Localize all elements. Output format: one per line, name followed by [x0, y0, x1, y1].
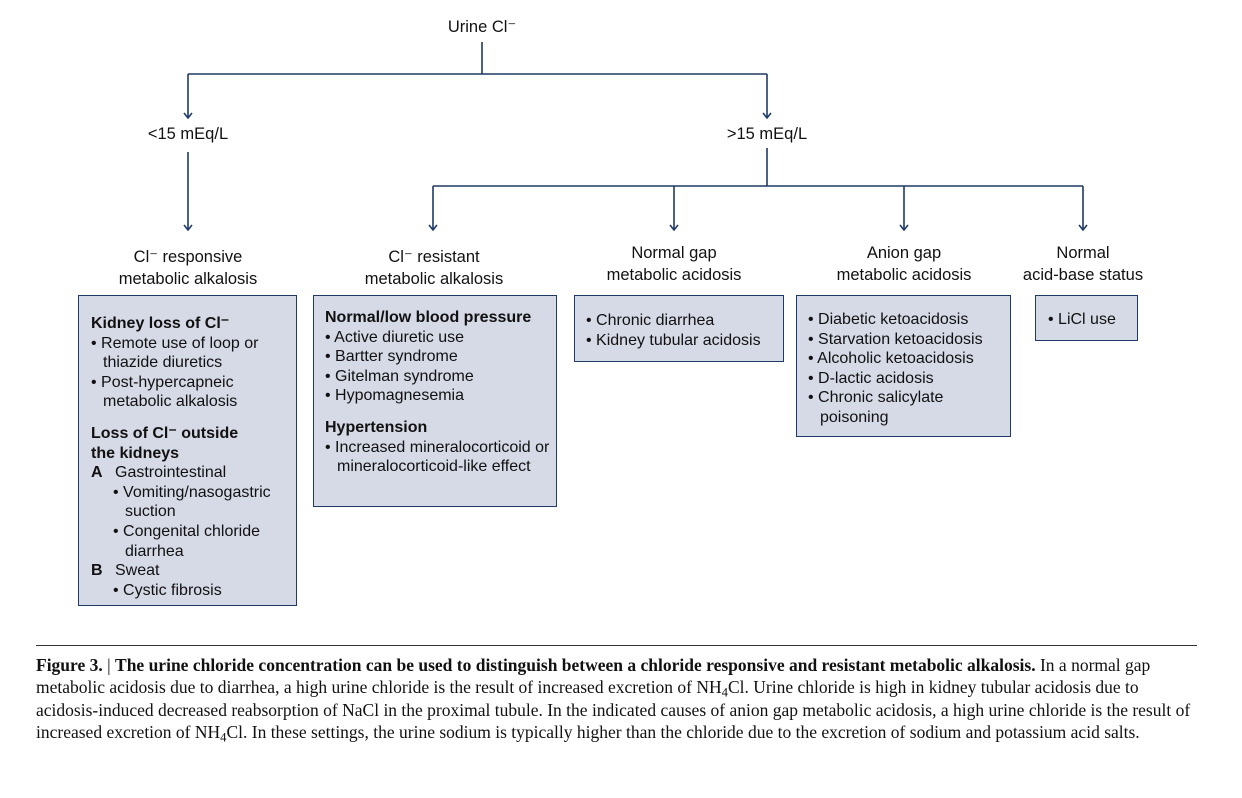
normal-status-list: • LiCl use — [1048, 310, 1131, 330]
category-title-normal-status: Normal acid-base status — [1022, 244, 1144, 284]
list-item: • Chronic salicylate poisoning — [808, 389, 944, 426]
list-item: • Congenital chloride diarrhea — [113, 522, 261, 560]
hypertension-list: • Increased mineralocorticoid or mineral… — [325, 438, 550, 477]
category-title-resistant: Cl⁻ resistant metabolic alkalosis — [364, 248, 504, 288]
list-item: • Gitelman syndrome — [325, 367, 474, 385]
list-item: • D-lactic acidosis — [808, 369, 934, 387]
box-normal-gap-causes: • Chronic diarrhea • Kidney tubular acid… — [574, 295, 784, 362]
list-item: • LiCl use — [1048, 311, 1116, 328]
caption-separator: | — [102, 655, 116, 675]
list-item: • Bartter syndrome — [325, 348, 458, 366]
list-item: • Diabetic ketoacidosis — [808, 311, 969, 328]
anion-gap-list: • Diabetic ketoacidosis • Starvation ket… — [808, 310, 1004, 428]
flowchart-connectors — [183, 42, 1088, 232]
category-title-anion-gap: Anion gap metabolic acidosis — [836, 244, 972, 284]
subsection-letter: A — [91, 464, 103, 482]
list-item: • Kidney tubular acidosis — [586, 331, 761, 349]
box-responsive-causes: Kidney loss of Cl⁻ • Remote use of loop … — [78, 295, 297, 606]
subsection-label: Gastrointestinal — [115, 464, 227, 482]
list-item: • Vomiting/nasogastric suction — [113, 483, 271, 521]
list-item: • Starvation ketoacidosis — [808, 330, 983, 348]
sweat-list: • Cystic fibrosis — [113, 581, 288, 601]
caption-text: Cl. Urine chloride is high in kidney tub… — [36, 677, 1191, 743]
normal-bp-heading: Normal/low blood pressure — [325, 309, 532, 326]
subsection-label: Sweat — [115, 562, 160, 580]
kidney-loss-heading: Kidney loss of Cl⁻ — [91, 315, 230, 332]
figure-caption: Figure 3. | The urine chloride concentra… — [36, 654, 1204, 744]
list-item: • Increased mineralocorticoid or mineral… — [325, 438, 550, 476]
subsection-sweat: B Sweat — [91, 561, 288, 581]
normal-gap-list: • Chronic diarrhea • Kidney tubular acid… — [586, 311, 777, 350]
normal-bp-list: • Active diuretic use • Bartter syndrome… — [325, 328, 550, 406]
caption-title: The urine chloride concentration can be … — [115, 655, 1036, 675]
gastrointestinal-list: • Vomiting/nasogastric suction • Congeni… — [113, 483, 288, 561]
branch-low-label: <15 mEq/L — [147, 125, 229, 143]
box-resistant-causes: Normal/low blood pressure • Active diure… — [313, 295, 557, 507]
category-title-normal-gap: Normal gap metabolic acidosis — [606, 244, 742, 284]
outside-kidney-heading: Loss of Cl⁻ outside the kidneys — [91, 424, 239, 462]
kidney-loss-list: • Remote use of loop or thiazide diureti… — [91, 334, 288, 412]
caption-subscript: 4 — [721, 685, 728, 700]
caption-text: In a normal gap metabolic acidosis due t… — [36, 655, 1151, 698]
caption-text: Cl. In these settings, the urine sodium … — [226, 722, 1140, 743]
subsection-gastrointestinal: A Gastrointestinal — [91, 463, 288, 483]
root-label: Urine Cl⁻ — [447, 18, 517, 36]
list-item: • Alcoholic ketoacidosis — [808, 350, 974, 368]
caption-divider — [36, 645, 1197, 646]
figure-label: Figure 3. — [36, 655, 103, 675]
list-item: • Cystic fibrosis — [113, 581, 222, 599]
list-item: • Hypomagnesemia — [325, 387, 464, 405]
list-item: • Post-hypercapneic metabolic alkalosis — [91, 373, 238, 411]
caption-subscript: 4 — [220, 730, 227, 745]
branch-high-label: >15 mEq/L — [726, 125, 808, 143]
subsection-letter: B — [91, 562, 103, 580]
list-item: • Chronic diarrhea — [586, 312, 715, 329]
category-title-responsive: Cl⁻ responsive metabolic alkalosis — [118, 248, 258, 288]
list-item: • Active diuretic use — [325, 328, 464, 346]
box-normal-status-causes: • LiCl use — [1035, 295, 1138, 341]
hypertension-heading: Hypertension — [325, 418, 428, 436]
box-anion-gap-causes: • Diabetic ketoacidosis • Starvation ket… — [796, 295, 1011, 437]
list-item: • Remote use of loop or thiazide diureti… — [91, 334, 259, 372]
